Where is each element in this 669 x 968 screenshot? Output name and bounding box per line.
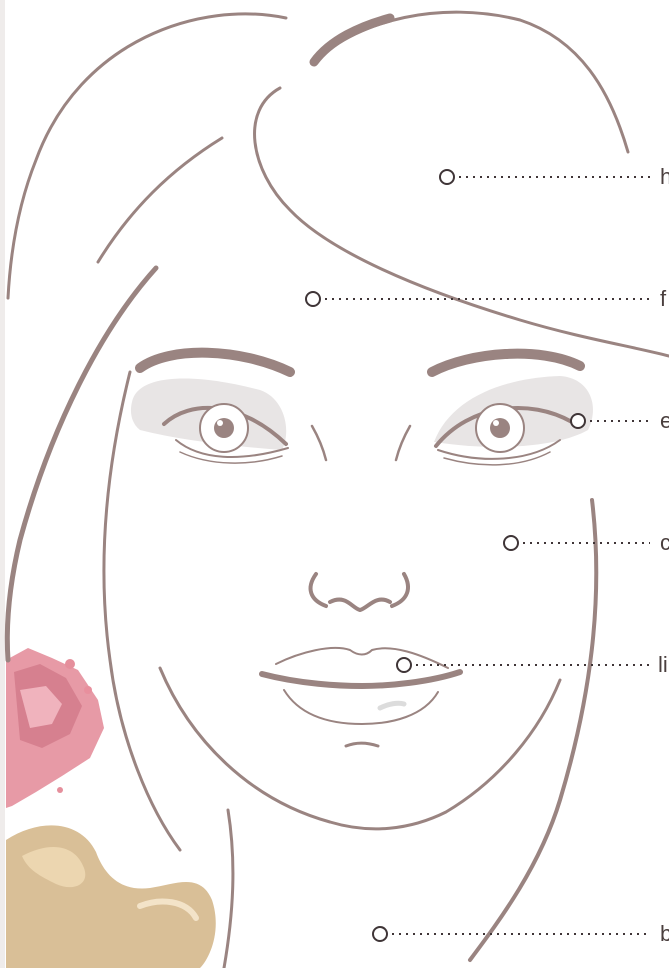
- lips-line: [262, 672, 460, 686]
- hair-bottom-left: [224, 810, 233, 968]
- hair-strand-top: [316, 12, 628, 152]
- callout-forehead: [306, 292, 650, 306]
- callout-lips: [397, 658, 650, 672]
- lips-upper: [276, 648, 448, 668]
- callout-label-forehead: f: [660, 288, 666, 310]
- hair-strand-inner: [98, 138, 222, 262]
- nose-bridge-left: [312, 426, 326, 460]
- callout-label-hair: h: [660, 166, 669, 188]
- callout-eyes: [571, 414, 650, 428]
- foundation-swatch-image: [6, 825, 216, 968]
- hair-left-long: [7, 268, 156, 660]
- callout-label-eyes: e: [660, 410, 669, 432]
- hair-strand-top-thick: [314, 18, 390, 62]
- callout-label-cheeks: c: [660, 532, 669, 554]
- lips-lower: [284, 690, 438, 724]
- callout-cheeks: [504, 536, 650, 550]
- nose-tip: [330, 600, 390, 610]
- callout-body: [373, 927, 650, 941]
- nose-right-wing: [392, 574, 408, 606]
- hair-part: [255, 88, 669, 356]
- hair-left-inner: [104, 372, 180, 850]
- nose-left-wing: [311, 574, 326, 606]
- blush-powder-image: [6, 648, 104, 808]
- callout-lines: [306, 170, 650, 941]
- eyebrow-left: [140, 353, 290, 372]
- nose-bridge-right: [396, 426, 410, 460]
- lip-highlight: [380, 703, 404, 708]
- face-jawline: [160, 668, 560, 829]
- callout-label-body: b: [660, 923, 669, 945]
- hair-outline-left: [8, 14, 286, 298]
- callout-label-lips: li: [658, 654, 668, 676]
- eyebrow-right: [432, 354, 580, 372]
- callout-hair: [440, 170, 650, 184]
- chin-line: [346, 743, 378, 746]
